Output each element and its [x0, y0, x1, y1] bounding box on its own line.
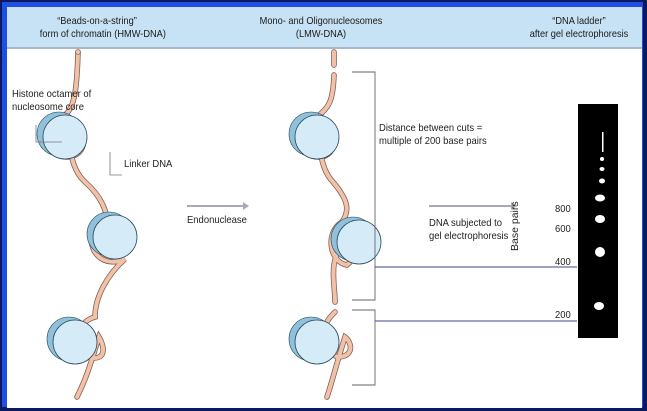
gel-step-label: DNA subjected to gel electrophoresis: [429, 217, 508, 243]
nucleosome-6: [288, 316, 340, 365]
header-col3: “DNA ladder” after gel electrophoresis: [526, 15, 632, 41]
diagram-canvas: “Beads-on-a-string” form of chromatin (H…: [7, 7, 642, 408]
linker-leader: [109, 152, 122, 176]
nucleosome-4: [288, 111, 340, 160]
header-col3-line1: “DNA ladder”: [552, 15, 606, 27]
band-600: [595, 215, 605, 223]
header-col2-line2: (LMW-DNA): [295, 28, 347, 40]
band-smear: [602, 132, 604, 152]
histone-label-line2: nucleosome core: [12, 101, 84, 113]
nucleosome-1: [36, 111, 88, 160]
band-1000: [599, 178, 605, 184]
histone-label-line1: Histone octamer of: [12, 88, 92, 100]
header-col2: Mono- and Oligonucleosomes (LMW-DNA): [259, 15, 383, 41]
base-pairs-axis-label: Base pairs: [509, 201, 521, 251]
bracket-large: [352, 71, 376, 301]
arrow-electrophoresis: [429, 202, 517, 210]
band-400: [595, 247, 605, 257]
band-800: [595, 194, 605, 202]
marker-400: 400: [555, 256, 571, 268]
band-1200: [599, 167, 605, 171]
header-col1-line1: “Beads-on-a-string”: [57, 15, 137, 27]
marker-200: 200: [555, 309, 571, 321]
gel-lane: [578, 104, 618, 338]
nucleosome-3: [46, 316, 98, 365]
outer-frame: “Beads-on-a-string” form of chromatin (H…: [2, 2, 643, 408]
histone-leader: [35, 125, 62, 143]
histone-label: Histone octamer of nucleosome core: [12, 88, 91, 114]
strand-end-top: [75, 49, 81, 55]
band-1400: [600, 157, 604, 161]
header-col3-line2: after gel electrophoresis: [529, 28, 629, 40]
bracket-small: [352, 309, 376, 386]
arrow-endonuclease: [187, 202, 249, 210]
distance-label-line1: Distance between cuts =: [379, 122, 483, 134]
band-200: [594, 302, 604, 310]
header-col2-line1: Mono- and Oligonucleosomes: [259, 15, 383, 27]
header-col1: “Beads-on-a-string” form of chromatin (H…: [39, 15, 166, 41]
diagram-graphics: [35, 49, 577, 400]
endonuclease-label: Endonuclease: [187, 214, 247, 226]
gel-step-label-line1: DNA subjected to: [429, 217, 503, 229]
marker-600: 600: [555, 223, 571, 235]
distance-label-line2: multiple of 200 base pairs: [379, 135, 487, 147]
linker-dna-label: Linker DNA: [124, 158, 173, 170]
gel-step-label-line2: gel electrophoresis: [429, 230, 509, 242]
header-band: “Beads-on-a-string” form of chromatin (H…: [7, 7, 642, 49]
distance-label: Distance between cuts = multiple of 200 …: [379, 122, 487, 148]
marker-800: 800: [555, 203, 571, 215]
header-col1-line2: form of chromatin (HMW-DNA): [39, 28, 166, 40]
gel-bands: [594, 132, 605, 310]
